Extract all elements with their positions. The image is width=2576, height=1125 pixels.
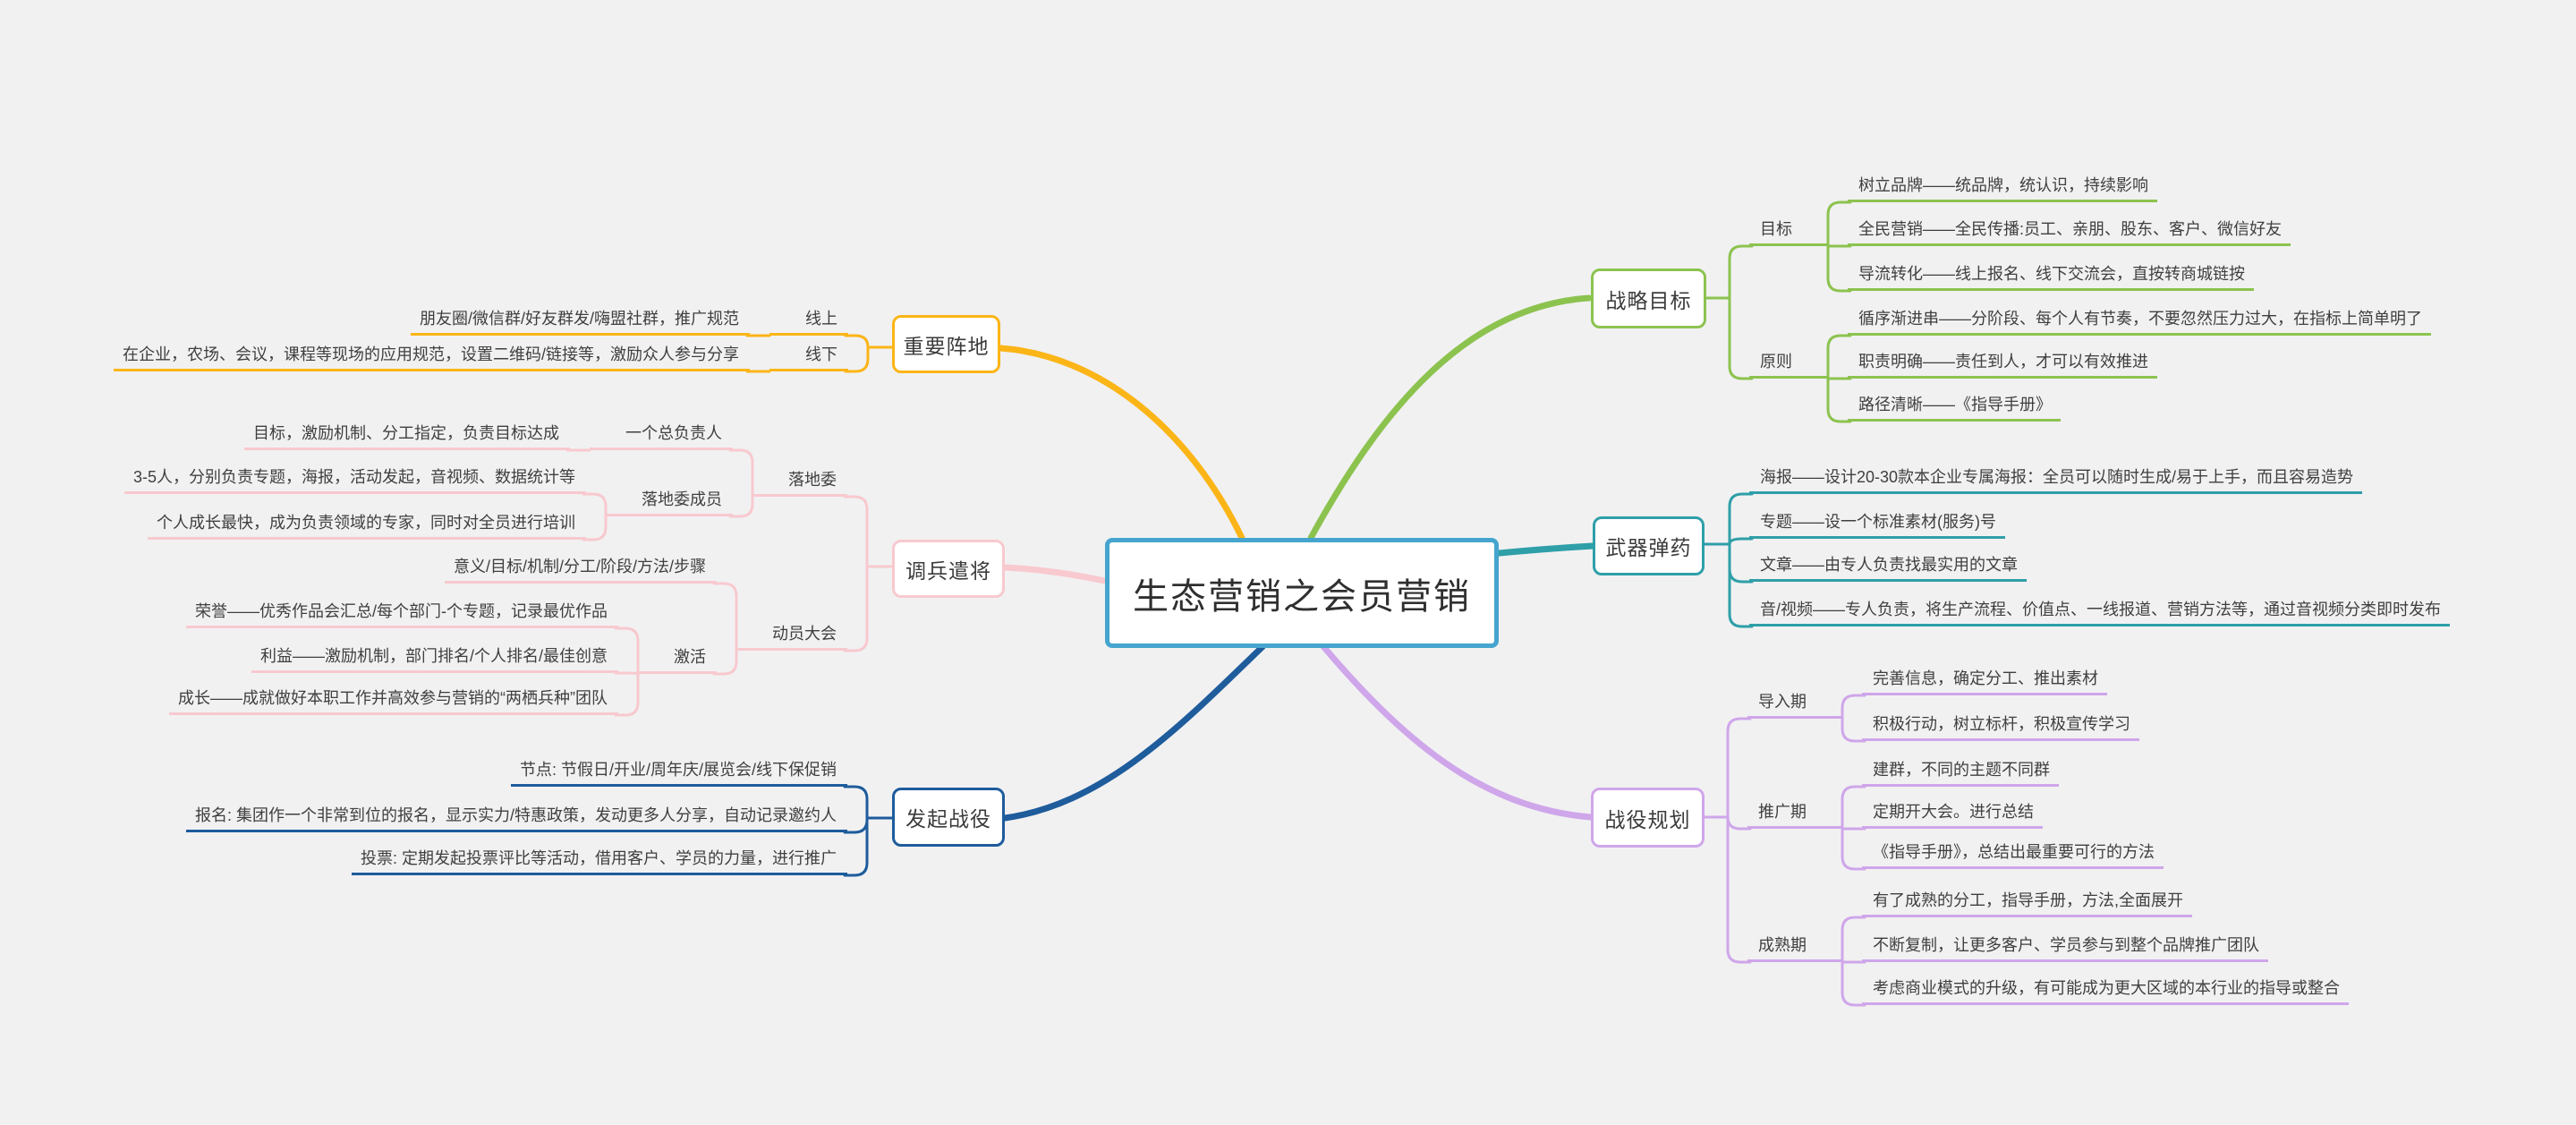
topic-connector xyxy=(1826,377,1852,423)
topic-connector xyxy=(1726,717,1752,819)
main-branch-curve xyxy=(1307,294,1593,541)
topic-item[interactable]: 音/视频——专人负责，将生产流程、价值点、一线报道、营销方法等，通过音视频分类即… xyxy=(1749,599,2450,626)
topic-connector xyxy=(582,515,608,541)
central-topic[interactable]: 生态营销之会员营销 xyxy=(1105,538,1499,648)
topic-connector xyxy=(1841,827,1866,871)
topic-item[interactable]: 《指导手册》，总结出最重要可行的方法 xyxy=(1862,841,2164,869)
topic-connector xyxy=(712,649,738,676)
topic-connector xyxy=(1728,537,1754,546)
topic-item[interactable]: 意义/目标/机制/分工/阶段/方法/步骤 xyxy=(444,556,717,584)
topic-label[interactable]: 动员大会 xyxy=(736,623,847,651)
topic-label[interactable]: 原则 xyxy=(1749,351,1828,379)
topic-item[interactable]: 建群，不同的主题不同群 xyxy=(1862,759,2059,787)
topic-connector xyxy=(1728,296,1754,380)
main-branch-curve xyxy=(997,345,1245,541)
topic-item[interactable]: 报名: 集团作一个非常到位的报名，显示实力/特惠政策，发动更多人分享，自动记录邀… xyxy=(186,805,847,832)
topic-label[interactable]: 线下 xyxy=(769,344,848,371)
topic-connector xyxy=(1841,717,1866,743)
topic-item[interactable]: 有了成熟的分工，指导手册，方法,全面展开 xyxy=(1862,890,2192,917)
main-branch-curve xyxy=(1001,564,1109,584)
topic-label[interactable]: 激活 xyxy=(638,646,717,674)
topic-connector xyxy=(843,785,869,820)
topic-connector xyxy=(614,671,640,676)
topic-item[interactable]: 定期开大会。进行总结 xyxy=(1862,801,2043,829)
topic-connector xyxy=(728,448,754,499)
branch-node-strategy-goals[interactable]: 战略目标 xyxy=(1591,268,1706,328)
topic-item[interactable]: 文章——由专人负责找最实用的文章 xyxy=(1749,554,2027,582)
topic-connector xyxy=(582,492,608,518)
topic-item[interactable]: 完善信息，确定分工、推出素材 xyxy=(1862,668,2107,695)
topic-item[interactable]: 成长——成就做好本职工作并高效参与营销的“两栖兵种”团队 xyxy=(169,687,618,715)
topic-connector xyxy=(1826,244,1852,293)
topic-label[interactable]: 成熟期 xyxy=(1747,934,1842,962)
topic-label[interactable]: 落地委成员 xyxy=(606,489,733,516)
topic-item[interactable]: 个人成长最快，成为负责领域的专家，同时对全员进行培训 xyxy=(148,512,586,540)
topic-item[interactable]: 荣誉——优秀作品会汇总/每个部门-个专题，记录最优作品 xyxy=(186,601,618,628)
topic-connector xyxy=(614,626,640,676)
topic-connector xyxy=(844,334,870,349)
topic-connector xyxy=(843,816,869,834)
topic-connector xyxy=(1728,542,1754,628)
topic-item[interactable]: 节点: 节假日/开业/周年庆/展览会/线下保促销 xyxy=(510,759,847,787)
main-branch-curve xyxy=(1314,635,1594,821)
branch-node-key-positions[interactable]: 重要阵地 xyxy=(892,315,1000,373)
topic-item[interactable]: 职责明确——责任到人，才可以有效推进 xyxy=(1848,351,2157,379)
topic-item[interactable]: 全民营销——全民传播:员工、亲朋、股东、客户、微信好友 xyxy=(1848,218,2291,246)
topic-item[interactable]: 利益——激励机制，部门排名/个人排名/最佳创意 xyxy=(251,645,618,673)
topic-item[interactable]: 海报——设计20-30款本企业专属海报：全员可以随时生成/易于上手，而且容易造势 xyxy=(1749,466,2363,494)
topic-connector xyxy=(844,345,870,373)
topic-connector xyxy=(1728,492,1754,546)
topic-item[interactable]: 3-5人，分别负责专题，海报，活动发起，音视频、数据统计等 xyxy=(123,466,586,494)
main-branch-curve xyxy=(1486,542,1596,558)
topic-connector xyxy=(1841,960,1866,1007)
topic-label[interactable]: 目标 xyxy=(1749,218,1828,246)
topic-connector xyxy=(1728,244,1754,300)
topic-connector xyxy=(1841,694,1866,720)
topic-connector xyxy=(1826,200,1852,248)
topic-connector xyxy=(728,495,754,518)
topic-item[interactable]: 不断复制，让更多客户、学员参与到整个品牌推广团队 xyxy=(1862,934,2268,962)
topic-connector xyxy=(843,565,869,652)
branch-node-campaign-planning[interactable]: 战役规划 xyxy=(1591,788,1705,848)
topic-label[interactable]: 推广期 xyxy=(1747,801,1842,829)
branch-node-weapons-ammo[interactable]: 武器弹药 xyxy=(1593,516,1705,575)
topic-item[interactable]: 路径清晰——《指导手册》 xyxy=(1848,394,2061,422)
topic-item[interactable]: 专题——设一个标准素材(服务)号 xyxy=(1749,511,2005,539)
topic-item[interactable]: 朋友圈/微信群/好友群发/嗨盟社群，推广规范 xyxy=(410,308,750,336)
topic-connector xyxy=(843,495,869,568)
topic-label[interactable]: 落地委 xyxy=(752,469,847,497)
topic-label[interactable]: 导入期 xyxy=(1747,691,1842,719)
topic-item[interactable]: 树立品牌——统品牌，统认识，持续影响 xyxy=(1848,175,2157,202)
topic-connector xyxy=(1826,334,1852,380)
topic-connector xyxy=(614,672,640,717)
topic-connector xyxy=(712,582,738,652)
topic-item[interactable]: 积极行动，树立标杆，积极宣传学习 xyxy=(1862,713,2139,741)
topic-label[interactable]: 一个总负责人 xyxy=(590,422,733,450)
topic-item[interactable]: 考虑商业模式的升级，有可能成为更大区域的本行业的指导或整合 xyxy=(1862,977,2349,1005)
topic-item[interactable]: 目标，激励机制、分工指定，负责目标达成 xyxy=(244,422,570,450)
topic-connector xyxy=(843,816,869,877)
topic-connector xyxy=(1841,785,1866,831)
topic-connector xyxy=(1841,916,1866,964)
main-branch-curve xyxy=(1001,635,1274,822)
topic-item[interactable]: 导流转化——线上报名、线下交流会，直按转商城链按 xyxy=(1848,263,2254,291)
topic-connector xyxy=(1726,815,1752,964)
topic-item[interactable]: 循序渐进串——分阶段、每个人有节奏，不要忽然压力过大，在指标上简单明了 xyxy=(1848,308,2431,336)
branch-node-deploy-forces[interactable]: 调兵遣将 xyxy=(892,540,1005,598)
topic-label[interactable]: 线上 xyxy=(769,308,848,336)
topic-item[interactable]: 在企业，农场、会议，课程等现场的应用规范，设置二维码/链接等，激励众人参与分享 xyxy=(114,344,750,371)
topic-item[interactable]: 投票: 定期发起投票评比等活动，借用客户、学员的力量，进行推广 xyxy=(352,848,847,875)
branch-node-launch-campaign[interactable]: 发起战役 xyxy=(892,788,1005,847)
